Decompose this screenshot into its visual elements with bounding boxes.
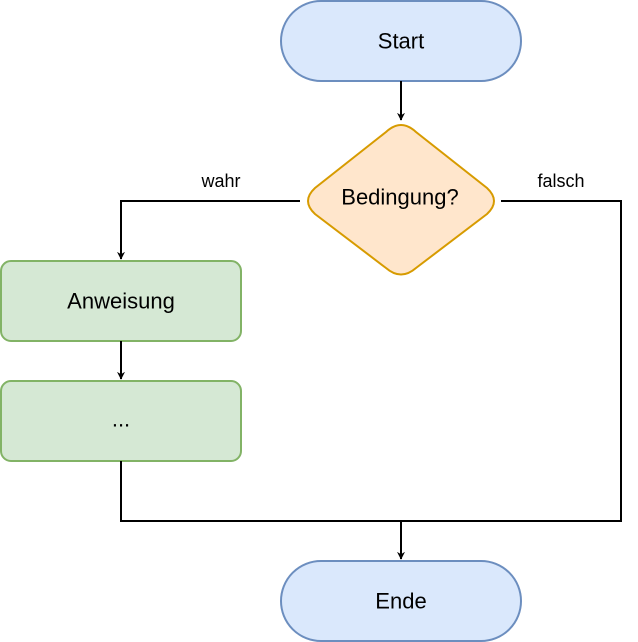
decision-node: Bedingung? xyxy=(307,124,495,276)
decision-label: Bedingung? xyxy=(341,185,458,210)
false-branch-label: falsch xyxy=(537,171,584,191)
start-node: Start xyxy=(280,0,522,82)
start-label: Start xyxy=(378,29,424,54)
edge-more-to-join xyxy=(120,461,401,522)
end-label: Ende xyxy=(375,589,426,614)
decision-shape xyxy=(307,124,495,276)
more-statements-label: ... xyxy=(112,407,130,432)
end-shape xyxy=(280,560,522,642)
more-statements-node: ... xyxy=(0,380,242,462)
statement-node: Anweisung xyxy=(0,260,242,342)
edge-false-branch xyxy=(401,200,622,522)
statement-label: Anweisung xyxy=(67,289,175,314)
true-branch-label: wahr xyxy=(200,171,240,191)
edge-true-branch xyxy=(117,200,300,260)
end-node: Ende xyxy=(280,560,522,642)
